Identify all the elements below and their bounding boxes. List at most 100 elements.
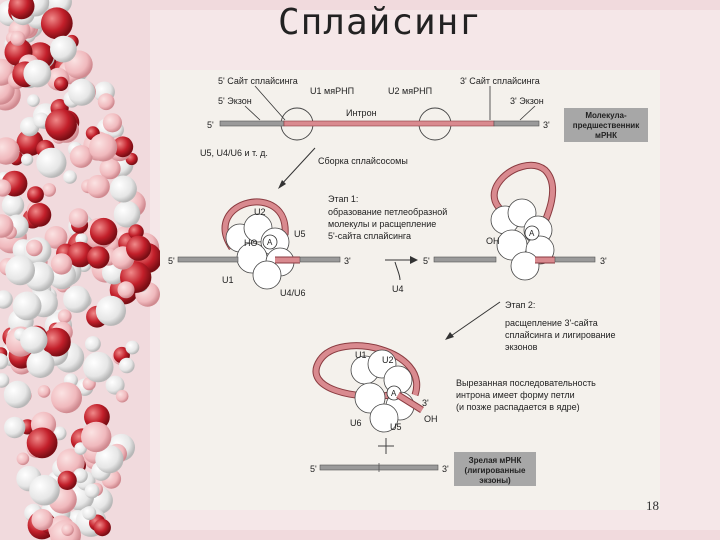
diagram-panel: 5' Сайт сплайсинга U1 мяРНП U2 мяРНП 3' … — [160, 70, 660, 510]
svg-text:расщепление 3'-сайта: расщепление 3'-сайта — [505, 318, 598, 328]
bead — [63, 170, 77, 184]
svg-text:5'-сайта сплайсинга: 5'-сайта сплайсинга — [328, 231, 411, 241]
bead — [68, 208, 89, 228]
bead — [102, 113, 122, 133]
bead — [51, 382, 82, 414]
bead — [50, 35, 77, 63]
bead — [63, 285, 91, 313]
svg-text:ОН: ОН — [424, 414, 438, 424]
svg-text:экзоны): экзоны) — [479, 476, 511, 485]
svg-text:U2: U2 — [254, 207, 266, 217]
svg-text:предшественник: предшественник — [573, 121, 640, 130]
exon-5 — [219, 120, 285, 127]
bead — [5, 255, 35, 286]
svg-text:ОН: ОН — [486, 236, 500, 246]
svg-text:A: A — [391, 389, 397, 398]
svg-text:мРНК: мРНК — [595, 131, 617, 140]
bead — [119, 357, 135, 374]
bead — [82, 506, 97, 521]
svg-text:U4/U6: U4/U6 — [280, 288, 306, 298]
svg-text:A: A — [529, 229, 535, 238]
bead — [4, 416, 26, 439]
bead — [97, 93, 115, 111]
bead — [45, 108, 77, 141]
precursor-label-box — [564, 108, 648, 142]
label-intron: Интрон — [346, 108, 377, 118]
svg-text:5': 5' — [310, 464, 317, 474]
bead — [112, 136, 134, 158]
bead — [61, 523, 74, 536]
svg-text:Молекула-: Молекула- — [585, 111, 627, 120]
bead — [20, 326, 48, 354]
svg-text:НО: НО — [244, 238, 258, 248]
bead — [86, 174, 110, 199]
lariat-intron: U1 U2 A 3' U6 U5 ОН — [312, 342, 438, 433]
svg-text:5': 5' — [423, 256, 430, 266]
bead — [125, 340, 140, 355]
page-number: 18 — [646, 498, 659, 513]
bead — [54, 76, 69, 91]
svg-text:молекулы и расщепление: молекулы и расщепление — [328, 219, 436, 229]
label-5-exon: 5' Экзон — [218, 96, 252, 106]
assembly-label: Сборка сплайсосомы — [318, 156, 408, 166]
bead — [68, 78, 96, 106]
bead — [10, 30, 26, 46]
svg-text:(лигированные: (лигированные — [465, 466, 526, 475]
bead — [0, 290, 13, 309]
precursor-section: 5' Сайт сплайсинга U1 мяРНП U2 мяРНП 3' … — [200, 76, 648, 189]
exon-3 — [493, 120, 540, 127]
label-u1-snrnp: U1 мяРНП — [310, 86, 354, 96]
svg-text:U2: U2 — [382, 355, 394, 365]
bead — [29, 474, 60, 506]
bead — [126, 235, 152, 261]
svg-text:экзонов: экзонов — [505, 342, 538, 352]
bead — [16, 452, 30, 466]
svg-text:U1: U1 — [355, 350, 367, 360]
bead — [37, 385, 51, 398]
svg-text:Зрелая мРНК: Зрелая мРНК — [469, 456, 522, 465]
bead — [0, 214, 14, 238]
bead — [40, 7, 73, 40]
bead — [113, 200, 141, 228]
bead — [1, 194, 25, 217]
bead — [31, 508, 54, 531]
mature-mrna: 5' 3' Зрелая мРНК (лигированные экзоны) — [310, 452, 536, 486]
bead — [89, 133, 118, 162]
bead — [87, 246, 110, 269]
bead — [99, 158, 121, 180]
stage2-title: Этап 2: — [505, 300, 535, 310]
bead — [69, 145, 93, 168]
splicing-diagram: 5' Сайт сплайсинга U1 мяРНП U2 мяРНП 3' … — [168, 76, 648, 486]
bead — [95, 445, 124, 474]
label-5-splice-site: 5' Сайт сплайсинга — [218, 76, 298, 86]
bead — [27, 186, 44, 204]
bead — [8, 0, 35, 20]
bead — [89, 217, 118, 246]
bead — [57, 309, 72, 324]
bead — [21, 153, 34, 166]
bead — [0, 137, 20, 165]
slide-title: Сплайсинг — [277, 2, 483, 43]
svg-text:U1: U1 — [222, 275, 234, 285]
svg-text:3': 3' — [442, 464, 449, 474]
svg-text:интрона имеет форму петли: интрона имеет форму петли — [456, 390, 575, 400]
bead — [3, 380, 32, 409]
end-3-top: 3' — [543, 120, 550, 130]
bead — [95, 295, 126, 326]
svg-text:Вырезанная последовательность: Вырезанная последовательность — [456, 378, 596, 388]
bead — [81, 421, 112, 453]
bead — [26, 350, 55, 378]
svg-text:5': 5' — [168, 256, 175, 266]
bead — [57, 470, 77, 490]
bead — [26, 239, 43, 257]
bead — [115, 389, 129, 403]
spliceosome-stage1-product: A ОН 5' 3' — [423, 161, 607, 281]
bead — [105, 375, 125, 395]
bead — [93, 519, 111, 537]
end-5-top: 5' — [207, 120, 214, 130]
spliceosome-stage1: U2 U5 НО A U1 U4/U6 5' 3' — [168, 198, 351, 298]
bead — [23, 59, 52, 88]
bead — [26, 427, 58, 459]
bead — [84, 483, 100, 499]
bead — [109, 175, 137, 203]
